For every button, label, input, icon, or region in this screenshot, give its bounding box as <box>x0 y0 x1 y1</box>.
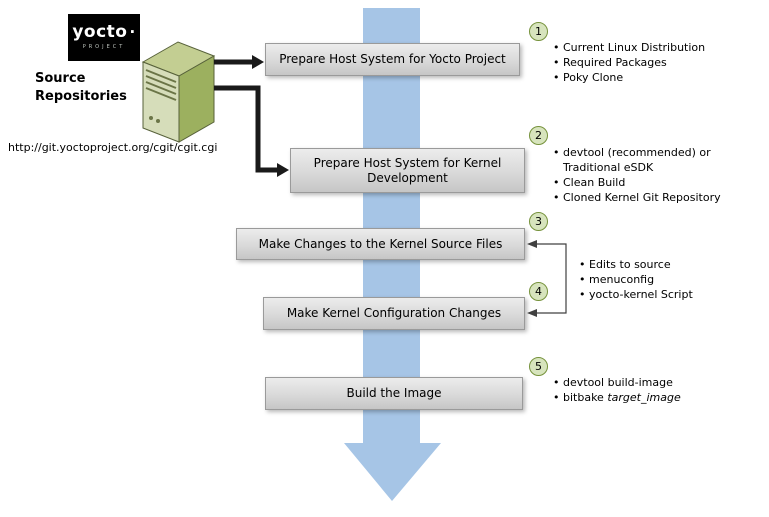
yocto-logo-subtitle: PROJECT <box>82 44 126 50</box>
step-number-1: 1 <box>529 22 548 41</box>
bullet-item: Clean Build <box>552 175 748 190</box>
step-number-4: 4 <box>529 282 548 301</box>
source-label-line2: Repositories <box>35 89 127 104</box>
bullet-item: bitbake target_image <box>552 390 762 405</box>
step-box-prepare-host-kernel: Prepare Host System for Kernel Developme… <box>290 148 525 193</box>
bullet-item: devtool build-image <box>552 375 762 390</box>
source-label-line1: Source <box>35 71 86 86</box>
step-label: Build the Image <box>346 386 442 400</box>
repo-url-text: http://git.yoctoproject.org/cgit/cgit.cg… <box>8 141 218 154</box>
step-box-build-image: Build the Image <box>265 377 523 410</box>
bullet-item: yocto-kernel Script <box>578 287 753 302</box>
step-box-prepare-host-yocto: Prepare Host System for Yocto Project <box>265 43 520 76</box>
step-5-bullets: devtool build-image bitbake target_image <box>552 375 762 405</box>
step-2-bullets: devtool (recommended) or Traditional eSD… <box>552 145 748 205</box>
step-box-make-config-changes: Make Kernel Configuration Changes <box>263 297 525 330</box>
step-label: Prepare Host System for Kernel Developme… <box>313 155 502 185</box>
source-repositories-label: Source Repositories <box>35 70 127 106</box>
steps-3-4-shared-bullets: Edits to source menuconfig yocto-kernel … <box>578 257 753 302</box>
bullet-item: Poky Clone <box>552 70 767 85</box>
step-label: Prepare Host System for Yocto Project <box>279 52 506 66</box>
step-label: Make Changes to the Kernel Source Files <box>258 236 503 251</box>
bullet-item: Cloned Kernel Git Repository <box>552 190 748 205</box>
yocto-logo: yocto· PROJECT <box>68 14 140 61</box>
yocto-logo-dot: · <box>129 23 136 41</box>
shared-bullets-bracket <box>527 240 567 317</box>
server-to-step2-arrow <box>214 85 289 177</box>
yocto-logo-wordmark: yocto· <box>68 23 140 41</box>
step-1-bullets: Current Linux Distribution Required Pack… <box>552 40 767 85</box>
step-number-5: 5 <box>529 357 548 376</box>
bullet-text: bitbake <box>563 391 604 404</box>
step-number-2: 2 <box>529 126 548 145</box>
step-number-3: 3 <box>529 212 548 231</box>
server-to-step1-arrow <box>214 55 264 69</box>
bullet-item: menuconfig <box>578 272 753 287</box>
bullet-item: Required Packages <box>552 55 767 70</box>
yocto-logo-brand-text: yocto <box>72 22 128 42</box>
bullet-item: Edits to source <box>578 257 753 272</box>
bullet-item: devtool (recommended) or Traditional eSD… <box>552 145 748 175</box>
bullet-italic-term: target_image <box>607 391 681 404</box>
step-label: Make Kernel Configuration Changes <box>286 306 502 320</box>
bullet-item: Current Linux Distribution <box>552 40 767 55</box>
server-icon <box>141 41 216 143</box>
step-box-make-source-changes: Make Changes to the Kernel Source Files <box>236 228 525 260</box>
